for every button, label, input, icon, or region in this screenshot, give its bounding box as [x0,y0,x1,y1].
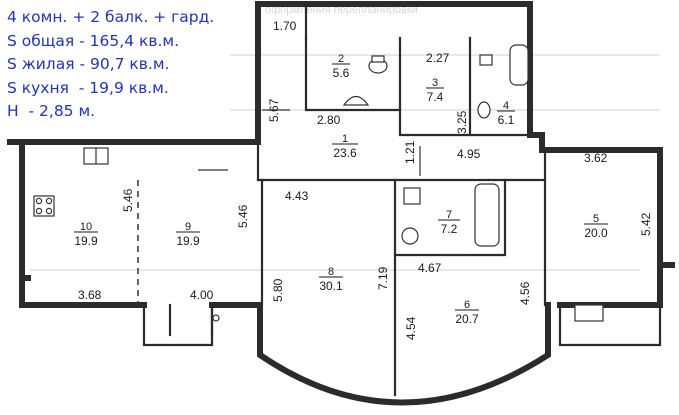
summary-total-area: S общая - 165,4 кв.м. [7,31,180,50]
room-6-label: 6 20.7 [455,299,479,326]
fixtures [33,44,529,322]
dimension-label: 7.19 [376,266,390,290]
room-3-label: 3 7.4 [426,77,444,104]
dimension-label: 4.00 [190,288,214,302]
stove-icon [33,195,55,217]
dimension-label: 2.80 [317,113,341,127]
room-9-label: 9 19.9 [176,221,200,248]
summary-rooms: 4 комн. + 2 балк. + гард. [7,8,215,26]
room-area: 6.1 [498,113,515,127]
room-number: 6 [464,299,470,311]
room-number: 3 [432,77,438,89]
dimension-label: 5.80 [271,278,285,302]
dimension-label: 5.67 [267,98,281,122]
room-number: 5 [593,213,599,225]
room-2-label: 2 5.6 [332,53,350,80]
dimension-label: 4.43 [285,189,309,203]
summary-ceiling-height: Н - 2,85 м. [7,102,96,120]
sink-icon [403,187,421,205]
dimension-label: 4.67 [418,261,442,275]
room-1-label: 1 23.6 [332,133,358,160]
dimension-label: 3.25 [455,110,469,134]
dimension-label: 5.46 [236,204,250,228]
room-labels: 1 23.6 2 5.6 3 7.4 4 6.1 5 20.0 6 20.7 [74,53,608,326]
room-area: 19.9 [74,234,98,248]
room-number: 4 [503,100,509,112]
sink-icon [342,95,370,106]
room-5-label: 5 20.0 [584,213,608,240]
room-area: 5.6 [333,66,350,80]
room-area: 23.6 [333,146,357,160]
dimension-label: 5.46 [121,188,135,212]
dimension-label: 1.21 [403,140,417,164]
room-number: 8 [328,266,334,278]
room-area: 20.0 [584,226,608,240]
room-number: 2 [338,53,344,65]
dimension-label: 3.68 [78,288,102,302]
summary-living-area: S жилая - 90,7 кв.м. [7,55,170,73]
room-number: 7 [446,209,452,221]
room-number: 9 [185,221,191,233]
room-4-label: 4 6.1 [497,100,515,127]
dimension-label: 2.27 [426,51,450,65]
doors [198,109,470,256]
room-10-label: 10 19.9 [74,221,98,248]
room-8-label: 8 30.1 [319,266,343,293]
room-7-label: 7 7.2 [438,209,460,236]
apartment-summary: 4 комн. + 2 балк. + гард. S общая - 165,… [5,6,219,124]
summary-kitchen-area: S кухня - 19,9 кв.м. [7,78,169,97]
room-area: 30.1 [319,279,343,293]
sink-icon [477,101,491,119]
balconies [142,303,662,347]
room-area: 7.4 [427,90,444,104]
room-area: 19.9 [176,234,200,248]
room-area: 7.2 [441,222,458,236]
bathtub-icon [509,44,529,86]
dimension-label: 4.95 [457,147,481,161]
dimension-label: 5.42 [639,212,653,236]
dimension-label: 4.56 [518,281,532,305]
dimensions: 1.70 2.27 2.80 4.95 3.62 4.43 4.67 3.68 … [78,19,653,340]
toilet-icon [401,227,419,245]
room-number: 10 [80,221,92,233]
room-area: 20.7 [455,312,479,326]
interior-walls [137,2,547,397]
dimension-label: 4.54 [404,316,418,340]
dimension-label: 1.70 [273,19,297,33]
toilet-icon [479,54,493,66]
room-number: 1 [342,133,348,145]
bathtub-icon [474,183,500,247]
dimension-label: 3.62 [584,151,608,165]
